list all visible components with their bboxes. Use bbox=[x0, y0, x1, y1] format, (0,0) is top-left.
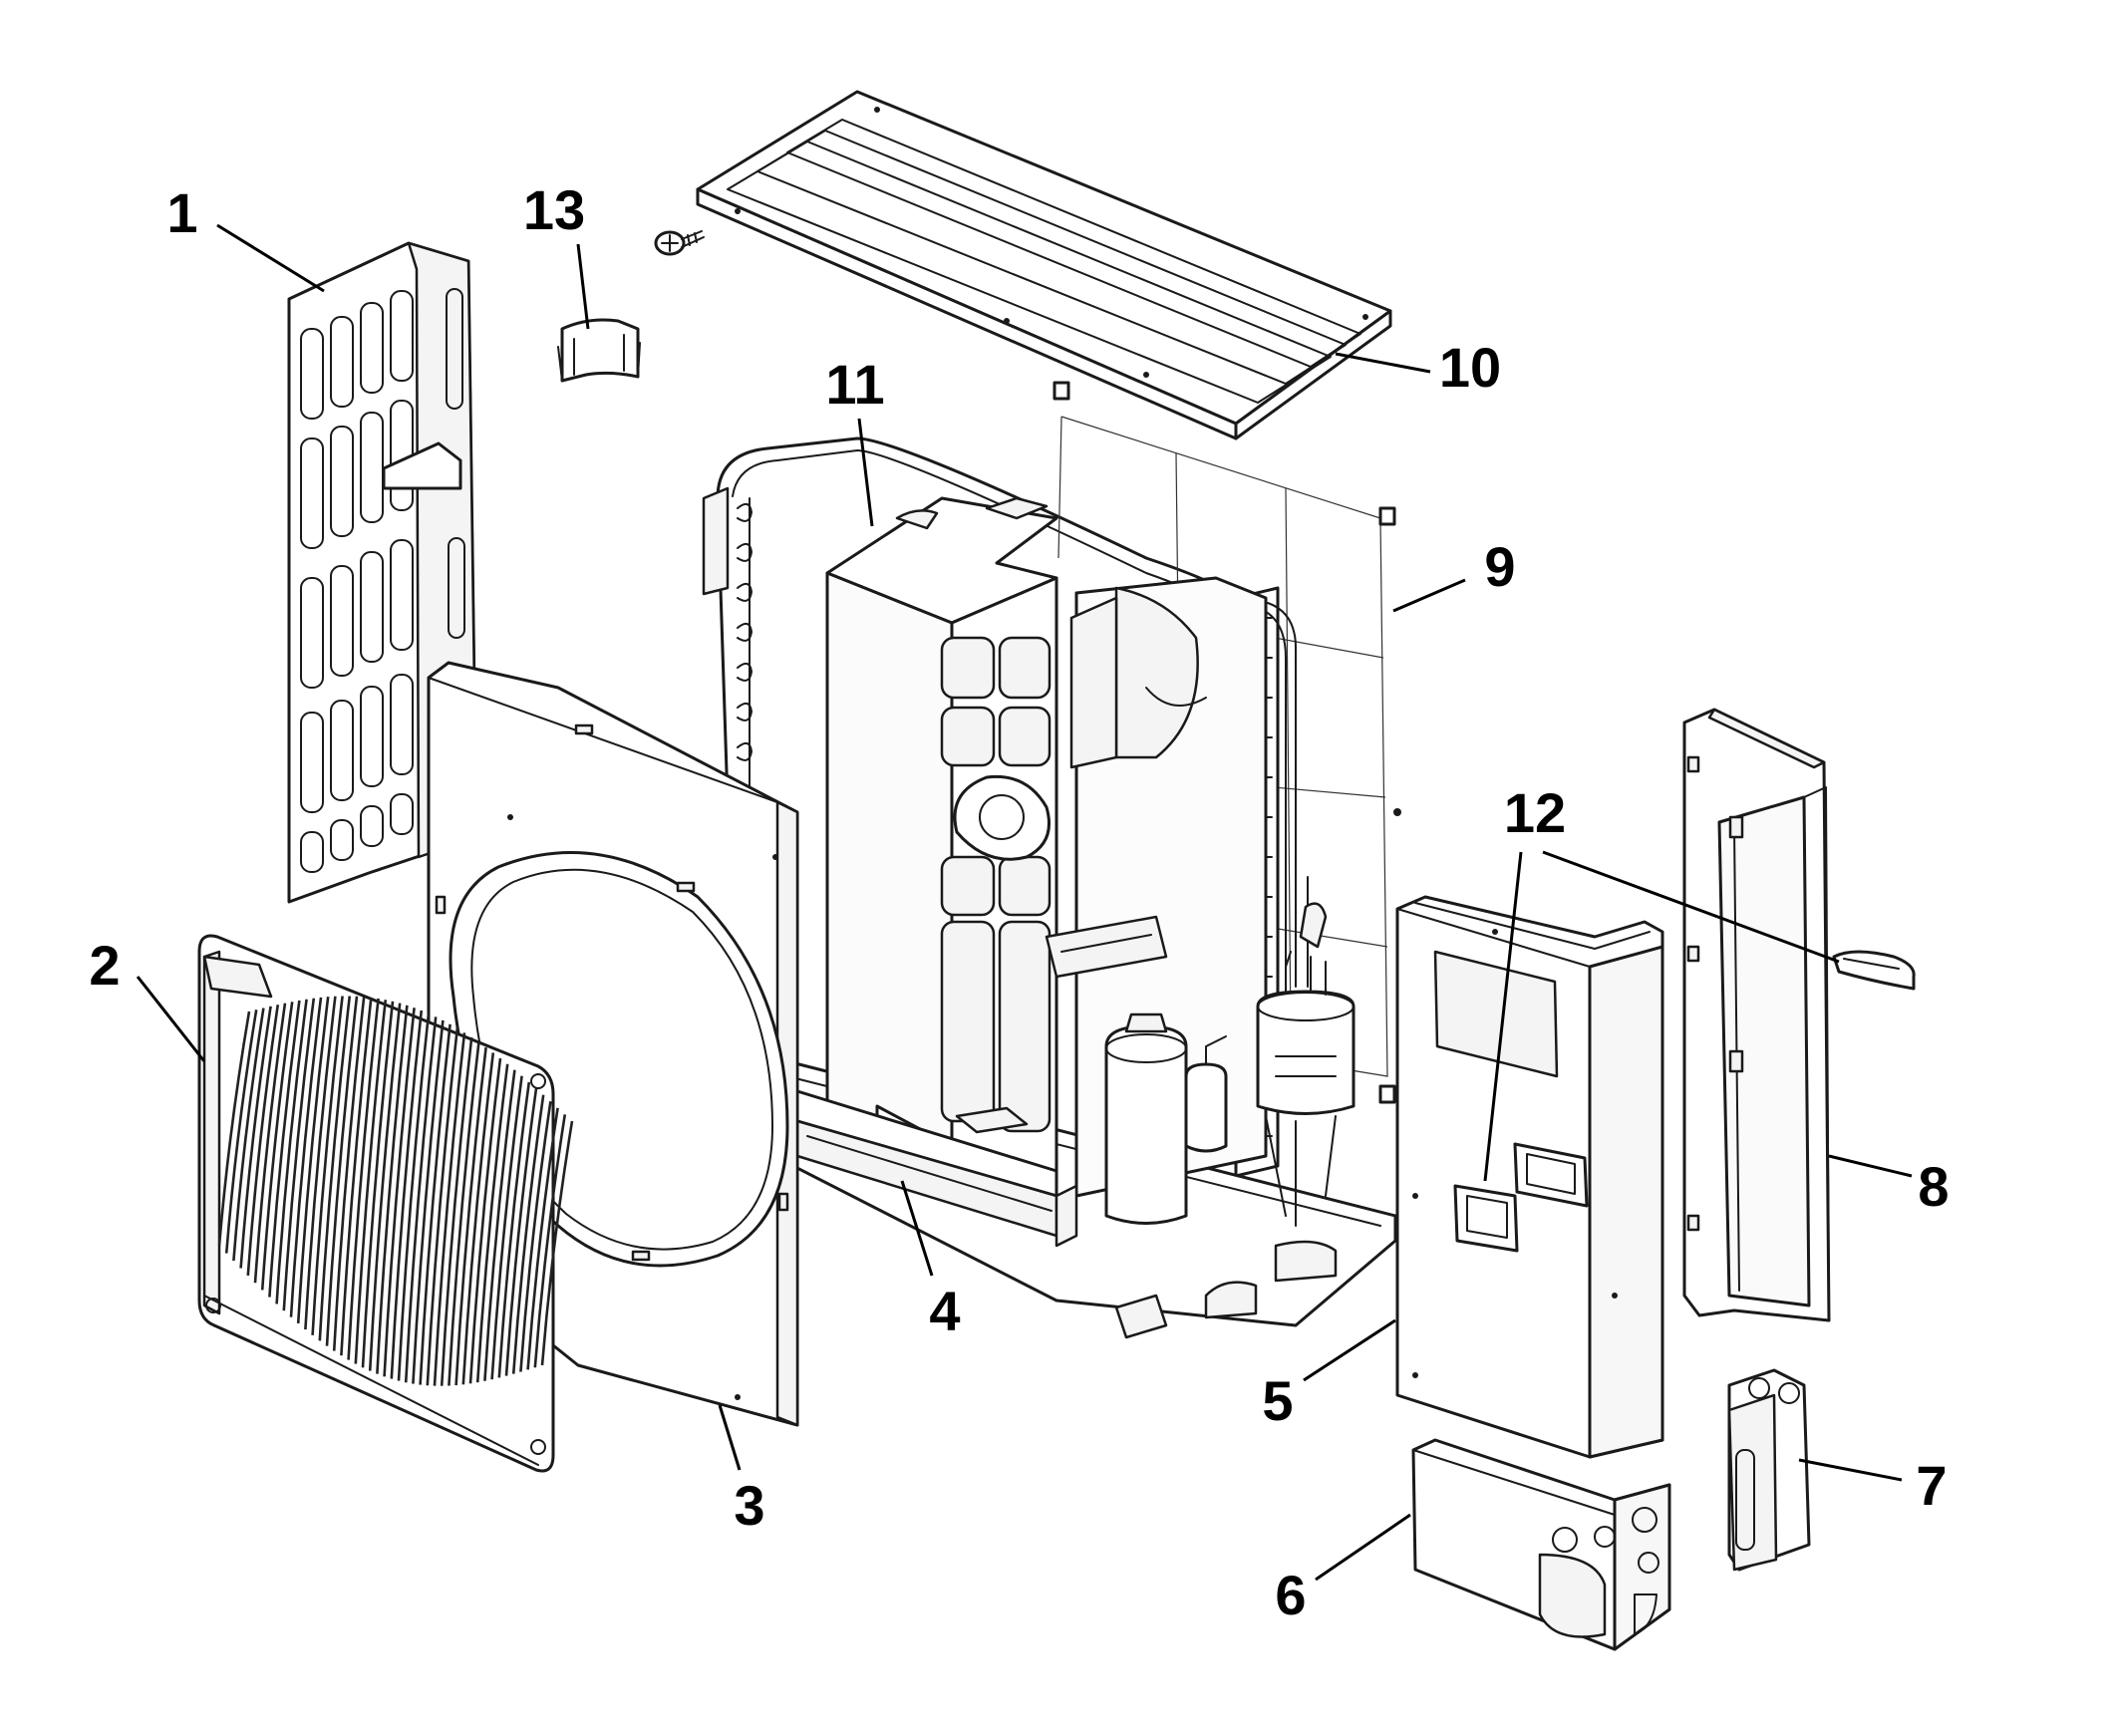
grille-bar bbox=[275, 999, 308, 1304]
grille-bar bbox=[376, 1005, 409, 1374]
grille-bar bbox=[497, 1081, 531, 1378]
callout-2: 2 bbox=[89, 934, 120, 997]
grille-bar bbox=[289, 997, 323, 1317]
grille-bar bbox=[433, 1032, 466, 1386]
handle-part bbox=[557, 318, 641, 383]
grille-bar bbox=[490, 1075, 523, 1380]
base-front-rail bbox=[795, 1089, 1078, 1248]
right-rear-panel bbox=[1682, 708, 1831, 1322]
grille-bar bbox=[296, 997, 330, 1324]
grille-bar bbox=[282, 998, 316, 1311]
grille-bar bbox=[540, 1120, 574, 1366]
grille-bar bbox=[383, 1008, 416, 1377]
grille-bar bbox=[239, 1006, 272, 1269]
compressor-assembly bbox=[1045, 576, 1356, 1227]
grille-bar bbox=[448, 1041, 480, 1386]
fan-motor-bracket bbox=[825, 496, 1058, 1188]
grille-bar bbox=[483, 1069, 516, 1381]
callout-8: 8 bbox=[1918, 1155, 1949, 1218]
bottom-cover bbox=[1411, 1438, 1671, 1651]
grille-bar bbox=[304, 996, 337, 1330]
callout-6: 6 bbox=[1275, 1564, 1306, 1626]
top-panel bbox=[696, 90, 1392, 440]
grille-bar bbox=[412, 1019, 445, 1384]
grille-bar bbox=[260, 1002, 294, 1291]
grille-bar bbox=[347, 998, 380, 1360]
leader-lines bbox=[136, 223, 1913, 1582]
grille-bar bbox=[426, 1027, 459, 1386]
grille-bar bbox=[253, 1003, 287, 1284]
grille-bar bbox=[440, 1036, 473, 1386]
grille-bar bbox=[318, 996, 352, 1341]
grille-bar bbox=[217, 1011, 251, 1247]
grille-bar bbox=[390, 1010, 424, 1379]
grille-bar bbox=[397, 1013, 431, 1381]
grille-bar bbox=[311, 996, 344, 1335]
grille-bar bbox=[354, 1000, 388, 1364]
grille-bar bbox=[519, 1101, 552, 1372]
grille-bar bbox=[454, 1046, 487, 1386]
grille-bar bbox=[332, 997, 366, 1351]
grille-bar bbox=[511, 1094, 545, 1374]
side-bracket bbox=[1727, 1368, 1811, 1572]
grille-bar bbox=[268, 1000, 301, 1298]
callout-11: 11 bbox=[825, 353, 884, 416]
grille-bar bbox=[361, 1001, 395, 1368]
grille-bar bbox=[404, 1016, 438, 1383]
right-front-panel bbox=[1395, 895, 1664, 1459]
grille-bar bbox=[468, 1057, 502, 1384]
grille-bar bbox=[504, 1088, 538, 1376]
callout-5: 5 bbox=[1262, 1369, 1293, 1432]
fan-grille bbox=[197, 934, 574, 1473]
grille-bar bbox=[419, 1023, 452, 1385]
grille-bar bbox=[325, 996, 359, 1346]
grille-bar bbox=[340, 997, 373, 1356]
screw-icon bbox=[654, 230, 705, 256]
side-handle bbox=[1453, 950, 1916, 1253]
grille-bar bbox=[232, 1008, 265, 1262]
callout-labels: 1 2 3 4 5 6 7 8 9 10 11 12 13 bbox=[89, 178, 1949, 1626]
callout-4: 4 bbox=[929, 1280, 960, 1342]
grille-bar bbox=[246, 1005, 280, 1277]
grille-bar bbox=[533, 1114, 567, 1368]
callout-9: 9 bbox=[1484, 535, 1515, 598]
grille-bar bbox=[526, 1107, 559, 1370]
grille-bar bbox=[461, 1052, 495, 1385]
callout-12: 12 bbox=[1504, 781, 1566, 844]
callout-3: 3 bbox=[734, 1474, 764, 1537]
grille-bar bbox=[368, 1003, 402, 1371]
grille-bar bbox=[224, 1010, 258, 1254]
grille-bar bbox=[475, 1063, 509, 1383]
callout-13: 13 bbox=[523, 178, 585, 241]
callout-7: 7 bbox=[1916, 1454, 1947, 1517]
callout-1: 1 bbox=[166, 181, 197, 244]
callout-10: 10 bbox=[1439, 336, 1501, 399]
